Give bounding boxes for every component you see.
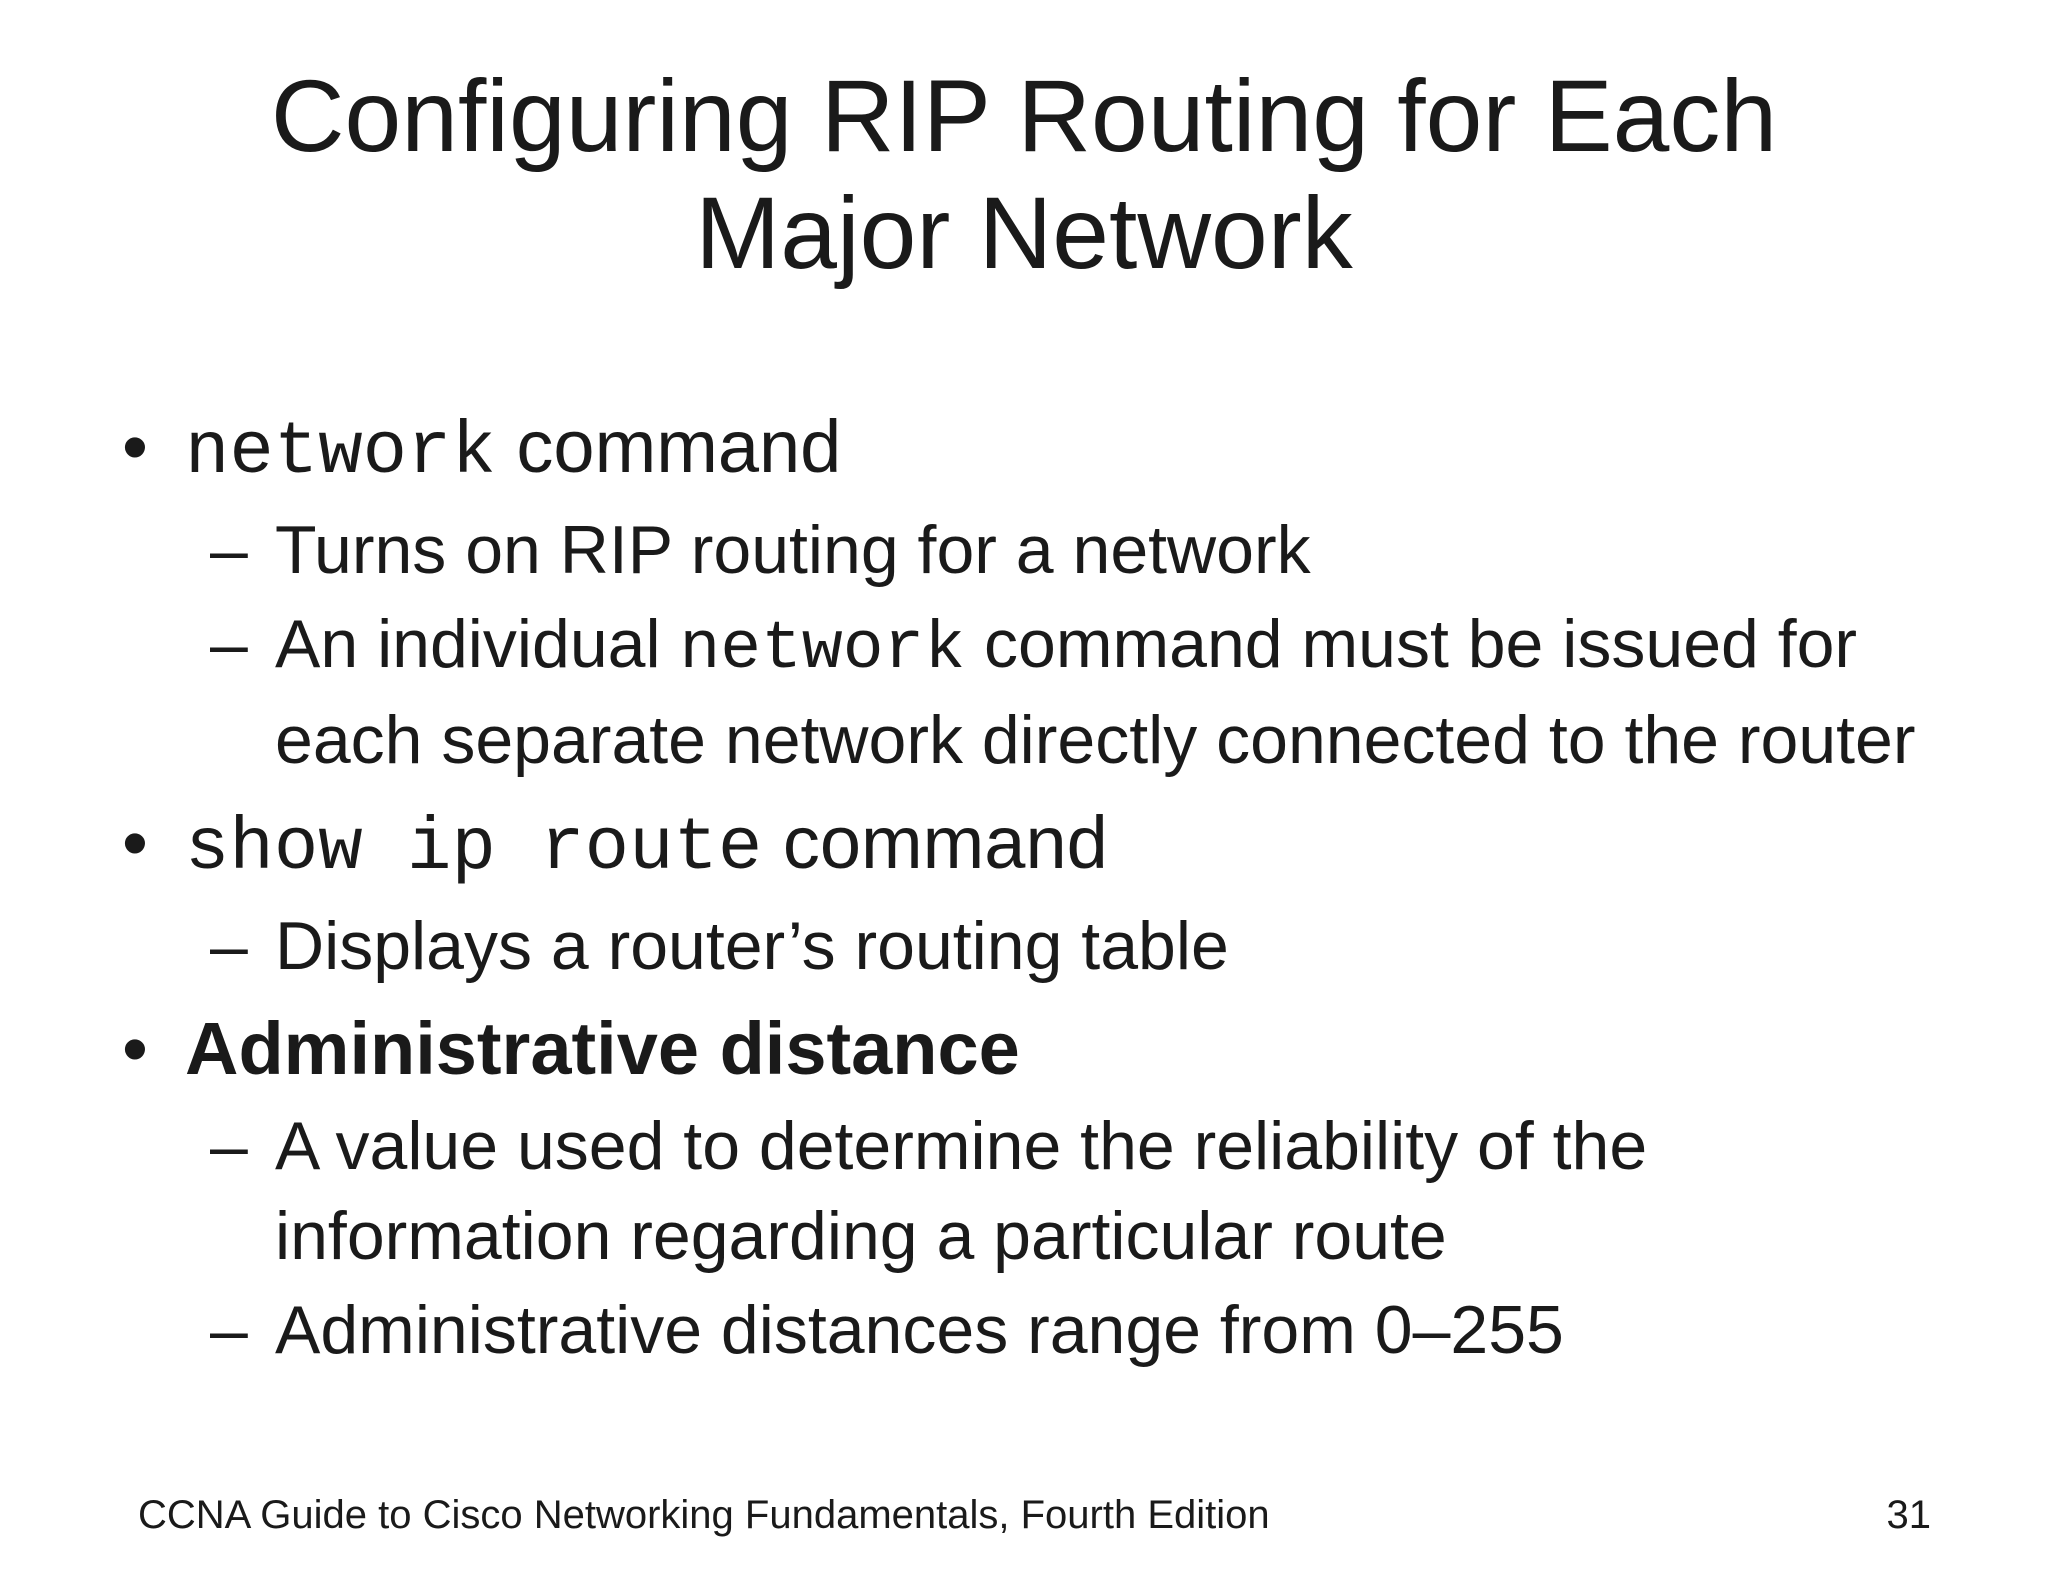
sub-bullet-item: – A value used to determine the reliabil… — [120, 1101, 1925, 1281]
slide-footer: CCNA Guide to Cisco Networking Fundament… — [138, 1492, 1931, 1538]
bullet-label: command — [495, 405, 842, 488]
bullet-dot-icon: • — [122, 801, 148, 884]
dash-icon: – — [210, 606, 248, 682]
bullet-item-administrative-distance: • Administrative distance – A value used… — [120, 1003, 2048, 1375]
sub-bullet-text-post: command must be issued for each separate… — [275, 606, 1916, 778]
dash-icon: – — [210, 908, 248, 984]
sub-bullet-text: A value used to determine the reliabilit… — [275, 1108, 1648, 1274]
sub-bullet-list: – Turns on RIP routing for a network – A… — [120, 505, 2048, 785]
command-code: network — [679, 611, 966, 688]
page-number: 31 — [1886, 1493, 1932, 1537]
bullet-dot-icon: • — [122, 1007, 148, 1090]
sub-bullet-text: Turns on RIP routing for a network — [275, 512, 1311, 588]
sub-bullet-text: Displays a router’s routing table — [275, 908, 1229, 984]
bullet-text: network command — [185, 405, 842, 495]
sub-bullet-text-pre: An individual — [275, 606, 680, 682]
sub-bullet-text: An individual network command must be is… — [275, 606, 1916, 778]
sub-bullet-item: – An individual network command must be … — [120, 599, 1925, 785]
dash-icon: – — [210, 1292, 248, 1368]
sub-bullet-item: – Displays a router’s routing table — [120, 901, 1925, 991]
slide: Configuring RIP Routing for Each Major N… — [0, 58, 2048, 1594]
sub-bullet-text: Administrative distances range from 0–25… — [275, 1292, 1564, 1368]
command-code: show ip route — [185, 807, 763, 891]
bullet-item-network-command: • network command – Turns on RIP routing… — [120, 401, 2048, 785]
command-code: network — [185, 411, 496, 495]
sub-bullet-item: – Administrative distances range from 0–… — [120, 1285, 1925, 1375]
dash-icon: – — [210, 512, 248, 588]
sub-bullet-list: – A value used to determine the reliabil… — [120, 1101, 2048, 1375]
slide-title: Configuring RIP Routing for Each Major N… — [270, 59, 1778, 290]
sub-bullet-list: – Displays a router’s routing table — [120, 901, 2048, 991]
dash-icon: – — [210, 1108, 248, 1184]
bullet-text: Administrative distance — [185, 1007, 1020, 1090]
bullet-item-show-ip-route-command: • show ip route command – Displays a rou… — [120, 797, 2048, 991]
bullet-text: show ip route command — [185, 801, 1108, 891]
sub-bullet-item: – Turns on RIP routing for a network — [120, 505, 1925, 595]
bullet-list: • network command – Turns on RIP routing… — [120, 401, 2048, 1375]
footer-book-title: CCNA Guide to Cisco Networking Fundament… — [138, 1493, 1270, 1537]
bullet-dot-icon: • — [122, 405, 148, 488]
bullet-label: command — [762, 801, 1108, 884]
